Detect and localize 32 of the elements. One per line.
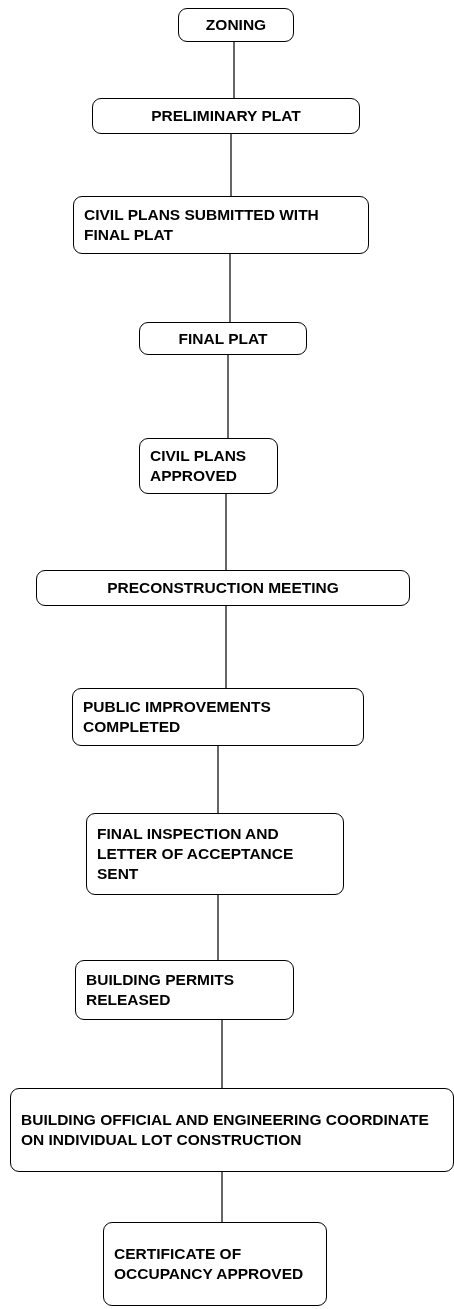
process-box	[178, 8, 294, 42]
process-box	[139, 438, 278, 494]
step-label: PRELIMINARY PLAT	[151, 106, 301, 126]
step-label: FINAL PLAT	[178, 328, 268, 349]
connector-line	[230, 133, 232, 197]
step-label: PUBLIC IMPROVEMENTS COMPLETED	[83, 697, 272, 737]
step-label: BUILDING PERMITS RELEASED	[86, 970, 236, 1010]
connector-line	[221, 1171, 223, 1223]
step-label: CIVIL PLANS SUBMITTED WITH FINAL PLAT	[84, 205, 320, 245]
connector-line	[217, 894, 219, 961]
connector-line	[233, 41, 235, 99]
process-box	[75, 960, 294, 1020]
step-label: CIVIL PLANS APPROVED	[150, 446, 248, 486]
process-box	[92, 98, 360, 134]
process-box	[10, 1088, 454, 1172]
process-box	[86, 813, 344, 895]
step-label: FINAL INSPECTION AND LETTER OF ACCEPTANCE SENT	[97, 824, 295, 884]
process-box	[103, 1222, 327, 1306]
step-label: ZONING	[205, 15, 267, 35]
connector-line	[217, 745, 219, 814]
step-label: BUILDING OFFICIAL AND ENGINEERING COORDINATE ON INDIVIDUAL LOT CONSTRUCTION	[21, 1110, 430, 1150]
process-box	[36, 570, 410, 606]
step-label: PRECONSTRUCTION MEETING	[107, 578, 339, 598]
connector-line	[221, 1019, 223, 1089]
connector-line	[225, 605, 227, 689]
connector-line	[229, 253, 231, 323]
process-box	[73, 196, 369, 254]
connector-line	[227, 354, 229, 439]
process-box	[72, 688, 364, 746]
process-box	[139, 322, 307, 355]
step-label: CERTIFICATE OF OCCUPANCY APPROVED	[114, 1244, 305, 1284]
connector-line	[225, 493, 227, 571]
